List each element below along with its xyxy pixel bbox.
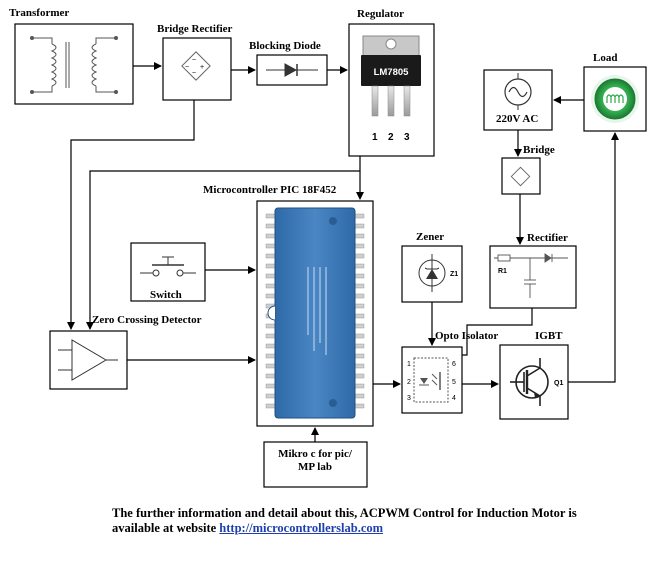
transformer-block: [14, 23, 134, 105]
switch-label: Switch: [150, 289, 182, 301]
regulator-block: LM7805 1 2 3: [348, 23, 435, 157]
zero-crossing-block: [49, 330, 128, 390]
regulator-pin1: 1: [372, 132, 378, 143]
chip-marking: [307, 267, 327, 355]
footer-line2-prefix: available at website: [112, 521, 217, 535]
website-link[interactable]: http://microcontrollerslab.com: [219, 521, 384, 535]
opto-pin-6: 6: [452, 361, 456, 368]
switch-block: [130, 242, 206, 302]
wire-regulator-zcd: [86, 156, 361, 330]
transformer-symbol: [30, 36, 118, 94]
diode-symbol: [266, 63, 318, 77]
lm7805-package: [361, 35, 421, 117]
zener-ref: Z1: [450, 271, 458, 278]
load-label: Load: [593, 52, 617, 64]
heater-icon: [606, 94, 624, 103]
blocking-diode-label: Blocking Diode: [249, 40, 321, 52]
ac-source-label: 220V AC: [496, 113, 538, 125]
opto-pin-2: 2: [407, 379, 411, 386]
zener-label: Zener: [416, 231, 444, 243]
svg-text:−: −: [185, 64, 189, 71]
igbt-ref: Q1: [554, 380, 563, 387]
svg-text:+: +: [200, 64, 204, 71]
mikroc-block: [263, 441, 368, 488]
opto-pin-3: 3: [407, 395, 411, 402]
svg-text:~: ~: [192, 70, 196, 77]
pic-chip-body: [274, 207, 356, 419]
bridge-block: [501, 157, 541, 195]
svg-text:~: ~: [192, 57, 196, 64]
regulator-label: Regulator: [357, 8, 404, 20]
regulator-pin2: 2: [388, 132, 394, 143]
mikroc-label-line2: MP lab: [298, 461, 332, 473]
connections: [67, 62, 619, 442]
bridge-rectifier-label: Bridge Rectifier: [157, 23, 233, 35]
bridge-label: Bridge: [523, 144, 555, 156]
rectifier-label: Rectifier: [527, 232, 568, 244]
opto-pin-5: 5: [452, 379, 456, 386]
opto-pin-1: 1: [407, 361, 411, 368]
mikroc-label-line1: Mikro c for pic/: [278, 448, 353, 460]
bridge-rectifier-symbol: ~ ~ − +: [181, 51, 211, 81]
opto-isolator-block: 1 2 3 4 5 6: [401, 346, 463, 414]
comparator-icon: [58, 339, 118, 381]
rectifier-circuit: [494, 253, 568, 298]
bridge-rectifier-block: ~ ~ − +: [162, 37, 232, 101]
igbt-label: IGBT: [535, 330, 563, 342]
footer-note: The further information and detail about…: [112, 506, 632, 536]
blocking-diode-block: [256, 54, 328, 86]
footer-line1: The further information and detail about…: [112, 506, 577, 520]
zener-block: [401, 245, 463, 303]
switch-icon: [140, 256, 196, 277]
regulator-pin3: 3: [404, 132, 410, 143]
igbt-block: [499, 344, 569, 420]
transformer-label: Transformer: [9, 7, 69, 19]
zero-crossing-label: Zero Crossing Detector: [92, 314, 202, 326]
wire-igbt-load: [568, 132, 619, 383]
opto-pin-4: 4: [452, 395, 456, 402]
rectifier-block: [489, 245, 577, 309]
opto-icon: [413, 357, 449, 403]
load-block: [583, 66, 647, 132]
rectifier-ref: R1: [498, 268, 507, 275]
regulator-chip-text: LM7805: [374, 67, 410, 78]
wire-bridge-zcd: [67, 100, 195, 330]
chip-pins-right: [353, 213, 365, 409]
wire-rectifier-opto: [462, 308, 533, 356]
microcontroller-block: [256, 200, 374, 427]
microcontroller-label: Microcontroller PIC 18F452: [203, 184, 337, 196]
